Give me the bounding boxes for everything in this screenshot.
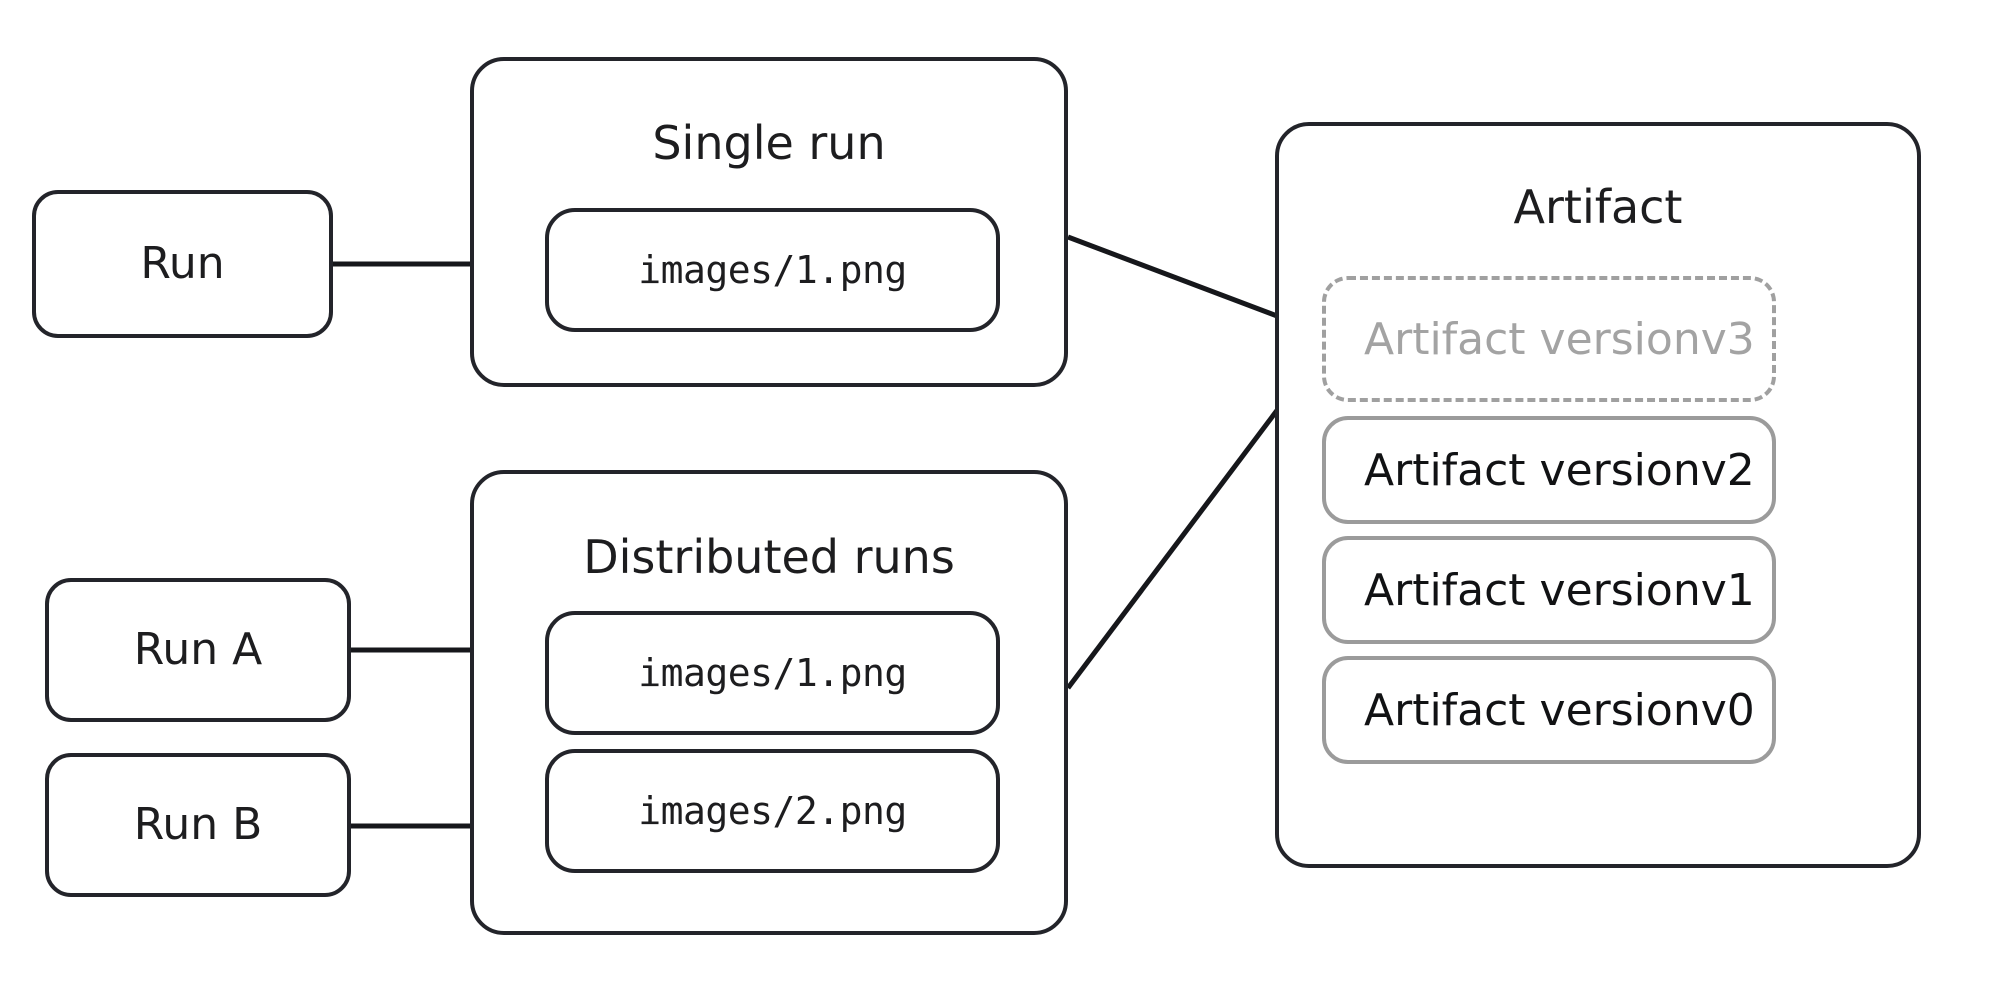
artifact-version-v2[interactable]: Artifact version v2 xyxy=(1322,416,1776,524)
node-distributed-file-1[interactable]: images/1.png xyxy=(545,611,1000,735)
node-run-a-label: Run A xyxy=(133,624,263,675)
node-run-b[interactable]: Run B xyxy=(45,753,351,897)
node-run[interactable]: Run xyxy=(32,190,333,338)
artifact-version-v3[interactable]: Artifact version v3 xyxy=(1322,276,1776,402)
artifact-panel[interactable]: Artifact Artifact version v3 Artifact ve… xyxy=(1275,122,1921,868)
node-run-a[interactable]: Run A xyxy=(45,578,351,722)
artifact-version-v1[interactable]: Artifact version v1 xyxy=(1322,536,1776,644)
artifact-version-v1-name: Artifact version xyxy=(1364,564,1701,616)
node-single-run-file-1-label: images/1.png xyxy=(638,248,907,292)
artifact-version-v3-name: Artifact version xyxy=(1364,313,1701,365)
group-distributed-runs-title: Distributed runs xyxy=(583,530,955,584)
artifact-version-v2-tag: v2 xyxy=(1700,444,1755,496)
node-run-b-label: Run B xyxy=(133,799,263,850)
artifact-title: Artifact xyxy=(1513,180,1683,234)
artifact-version-v3-tag: v3 xyxy=(1700,313,1755,365)
node-run-label: Run xyxy=(140,238,225,289)
group-single-run-title: Single run xyxy=(652,116,886,170)
node-distributed-file-2-label: images/2.png xyxy=(638,789,907,833)
node-single-run-file-1[interactable]: images/1.png xyxy=(545,208,1000,332)
artifact-version-v2-name: Artifact version xyxy=(1364,444,1701,496)
artifact-version-v1-tag: v1 xyxy=(1700,564,1755,616)
node-distributed-file-2[interactable]: images/2.png xyxy=(545,749,1000,873)
artifact-version-v0-name: Artifact version xyxy=(1364,684,1701,736)
artifact-version-v0[interactable]: Artifact version v0 xyxy=(1322,656,1776,764)
artifact-version-v0-tag: v0 xyxy=(1700,684,1755,736)
node-distributed-file-1-label: images/1.png xyxy=(638,651,907,695)
